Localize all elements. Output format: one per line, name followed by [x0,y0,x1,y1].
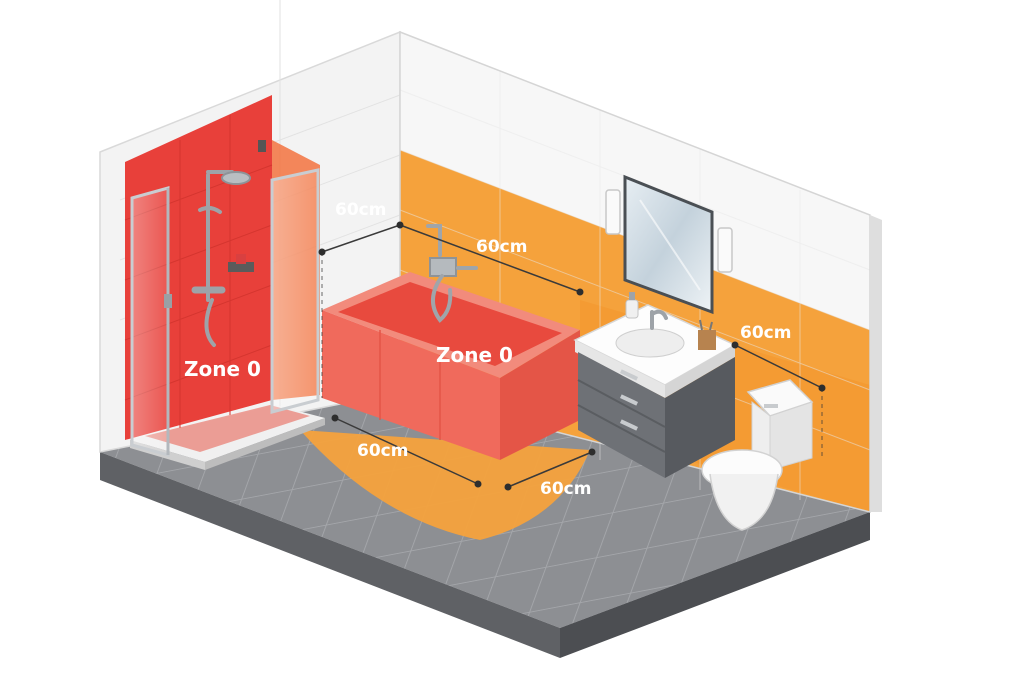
soap-dispenser-icon [625,292,639,319]
wall-light-left-icon [605,189,621,235]
basin-side-label: 60cm [740,323,791,343]
dimension-lines [321,224,823,488]
bath-mixer-icon [426,224,478,323]
mirror [623,174,714,315]
vanity-unit [573,304,737,478]
shower-glass [130,140,320,457]
shower-head-icon [191,170,254,347]
bathtub [322,272,580,460]
shower-zone-label: Zone 0 [184,357,261,381]
bath-zone-label: Zone 0 [436,343,513,367]
toilet [701,379,814,531]
shower-height-label: 60cm [335,200,386,220]
floor-front-left-label: 60cm [357,441,408,461]
wall-light-right-icon [717,227,733,273]
bath-back-label: 60cm [476,237,527,257]
basin-tap-icon [650,309,668,330]
dimension-end-markers [318,221,826,491]
floor-front-right-label: 60cm [540,479,591,499]
floor-zone-area [300,430,590,540]
toothbrush-cup-icon [698,319,716,350]
